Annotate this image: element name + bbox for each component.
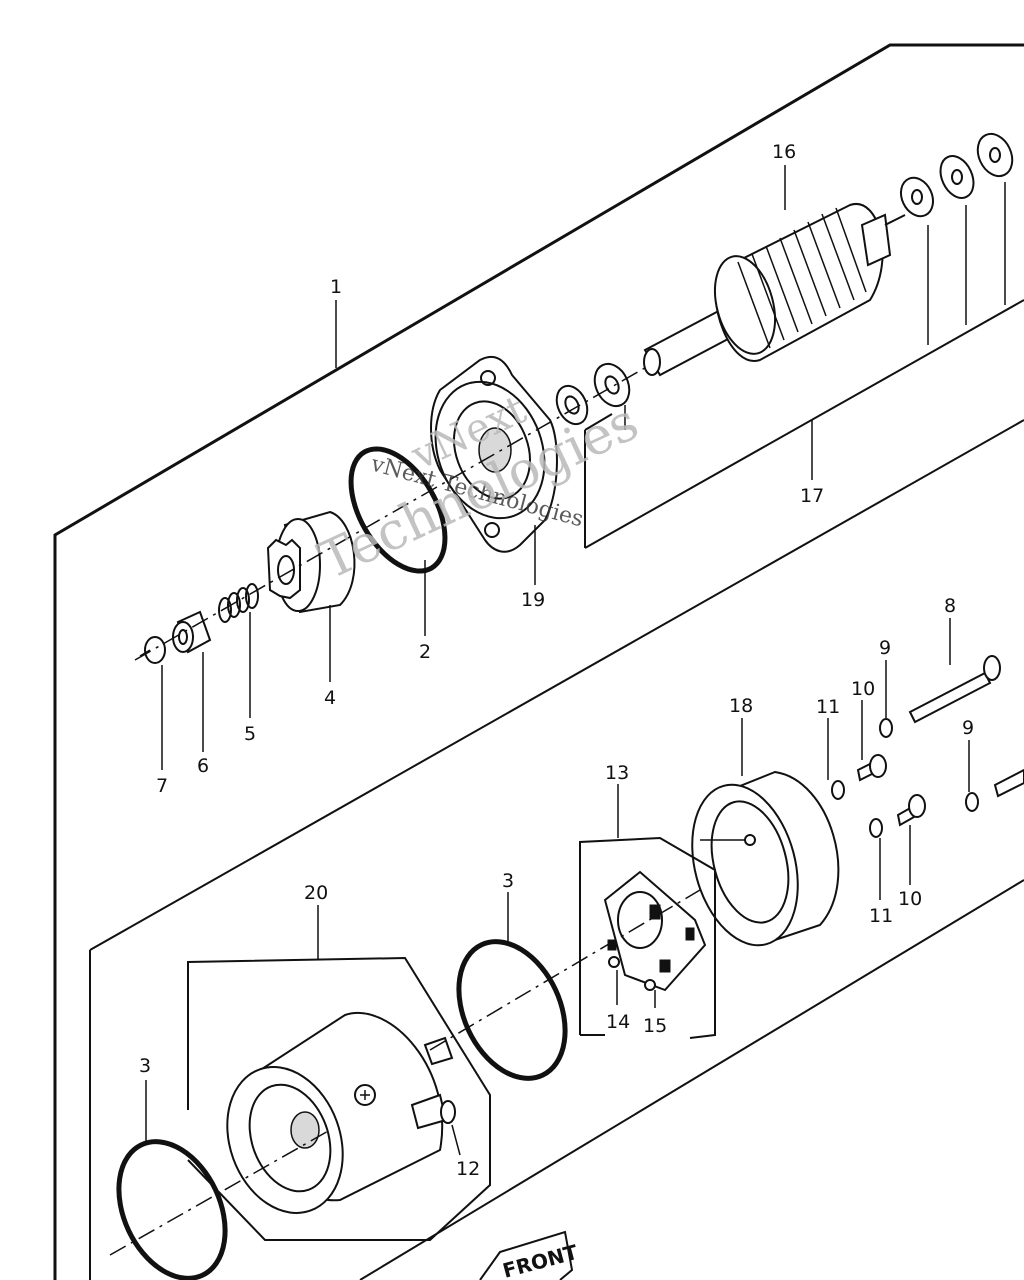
label-6: 6 — [197, 755, 209, 777]
label-2: 2 — [419, 641, 431, 663]
label-5: 5 — [244, 723, 256, 745]
label-13: 13 — [605, 762, 629, 784]
spring-part — [218, 583, 259, 623]
label-14: 14 — [606, 1011, 630, 1033]
yoke-group-box — [187, 956, 491, 1241]
lock-washer-9a — [879, 718, 893, 738]
yoke-part — [226, 1012, 456, 1214]
front-direction-sign: FRONT — [479, 1230, 580, 1280]
label-18: 18 — [729, 695, 753, 717]
label-11a: 11 — [816, 696, 840, 718]
lock-washer-11b — [869, 818, 883, 838]
label-9b: 9 — [962, 717, 974, 739]
rear-end-cover-part — [691, 770, 840, 947]
label-1: 1 — [330, 276, 342, 298]
stopper-collar-part — [172, 610, 212, 654]
leader-lines — [145, 165, 970, 1156]
label-7: 7 — [156, 775, 168, 797]
label-11b: 11 — [869, 905, 893, 927]
brush-holder-part — [603, 870, 707, 992]
label-3b: 3 — [139, 1055, 151, 1077]
label-4: 4 — [324, 687, 336, 709]
label-16: 16 — [772, 141, 796, 163]
brush-holder-group-box — [579, 836, 716, 1039]
leader-bracket-17 — [624, 182, 1006, 430]
lock-washer-9b — [965, 792, 979, 812]
label-19: 19 — [521, 589, 545, 611]
part-labels: 1 2 4 5 6 7 19 16 17 8 9 10 11 18 9 11 1… — [139, 141, 974, 1180]
washer-set-rear — [899, 132, 1014, 218]
screw-10b — [896, 794, 926, 827]
label-8: 8 — [944, 595, 956, 617]
label-9a: 9 — [879, 637, 891, 659]
screw-10a — [856, 754, 887, 782]
label-15: 15 — [643, 1015, 667, 1037]
label-10a: 10 — [851, 678, 875, 700]
label-20: 20 — [304, 882, 328, 904]
upper-panel-outline — [53, 43, 1024, 1280]
circlip-part — [139, 636, 166, 664]
o-ring-3-lower — [116, 1139, 228, 1280]
through-bolt-part — [908, 655, 1024, 798]
label-10b: 10 — [898, 888, 922, 910]
armature-part — [643, 202, 906, 377]
label-3a: 3 — [502, 870, 514, 892]
pinion-clutch-part — [266, 510, 356, 614]
assembly-centerline — [109, 364, 701, 1256]
label-17: 17 — [800, 485, 824, 507]
label-12: 12 — [456, 1158, 480, 1180]
o-ring-3-upper — [456, 939, 568, 1081]
lock-washer-11a — [831, 780, 845, 800]
armature-windings — [737, 207, 867, 349]
watermark: vNext Technologies vNext Technologies — [310, 387, 647, 592]
